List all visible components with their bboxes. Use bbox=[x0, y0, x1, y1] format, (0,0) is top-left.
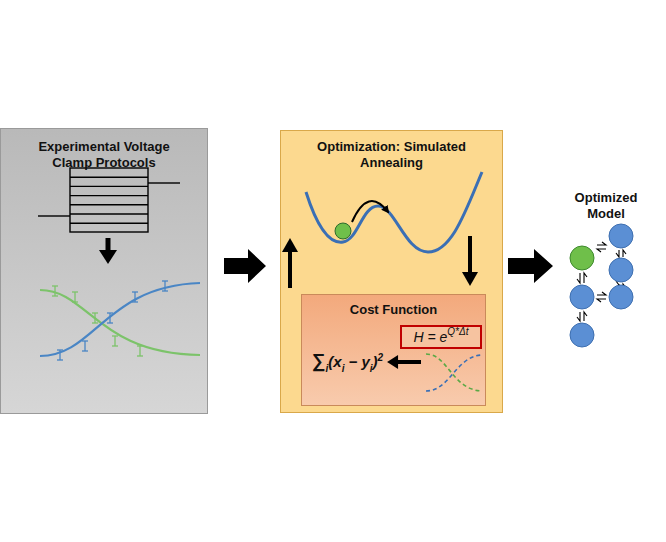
voltage-step-protocol bbox=[38, 168, 180, 232]
energy-landscape bbox=[306, 172, 482, 252]
formula-part: 2 bbox=[378, 352, 384, 363]
model-curves bbox=[426, 354, 482, 391]
result-arrow bbox=[387, 355, 421, 369]
panel-title: Optimization: Simulated Annealing bbox=[287, 139, 497, 171]
formula-part: ∑ bbox=[312, 350, 326, 372]
output-arrow bbox=[508, 249, 553, 283]
model-title: Optimized Model bbox=[556, 190, 656, 222]
formula-part: (x bbox=[328, 353, 341, 370]
formula-box: H = eQ*Δt bbox=[400, 325, 482, 349]
formula-exponent: Q*Δt bbox=[447, 326, 468, 337]
flow-arrow bbox=[224, 249, 266, 283]
panel-title: Experimental Voltage Clamp Protocols bbox=[24, 139, 184, 171]
panel-title: Cost Function bbox=[309, 302, 479, 318]
formula-part: i bbox=[342, 363, 345, 374]
formula-part: ) bbox=[373, 353, 378, 370]
stage-panel: Experimental Voltage Clamp Protocols bbox=[0, 128, 208, 414]
formula-part: i bbox=[326, 363, 329, 374]
down-arrow bbox=[99, 238, 117, 264]
loop-arrows bbox=[282, 236, 478, 288]
sum-formula: ∑i(xi− yi)2 bbox=[312, 350, 383, 372]
formula-text: H = e bbox=[413, 329, 447, 345]
markov-model bbox=[570, 224, 633, 347]
cost-box: Cost Function H = eQ*Δt bbox=[301, 294, 486, 406]
formula-part: i bbox=[370, 363, 373, 374]
formula-part: − y bbox=[348, 353, 369, 370]
activation-curves bbox=[40, 281, 200, 360]
